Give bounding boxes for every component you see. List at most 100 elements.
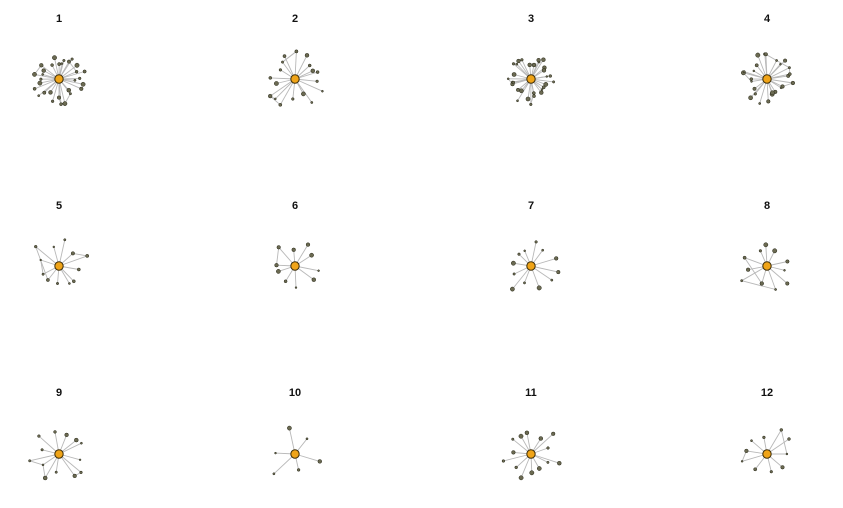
leaf-node: [57, 62, 62, 66]
leaf-node: [516, 58, 521, 64]
panel-title: 1: [56, 13, 62, 25]
leaf-node: [536, 466, 542, 471]
leaf-edge: [29, 460, 44, 466]
leaf-node: [79, 86, 84, 91]
leaf-node: [78, 458, 82, 461]
leaf-node: [276, 269, 281, 274]
leaf-node: [301, 91, 306, 97]
leaf-node: [512, 272, 516, 276]
leaf-node: [291, 247, 296, 252]
leaf-node: [53, 430, 57, 434]
hub-node: [762, 449, 772, 459]
hub-edge: [269, 78, 296, 97]
leaf-node: [64, 432, 69, 438]
leaf-node: [41, 68, 46, 73]
leaf-node: [750, 439, 753, 443]
leaf-node: [527, 62, 532, 68]
leaf-node: [60, 62, 64, 65]
leaf-node: [785, 281, 790, 286]
leaf-node: [52, 55, 57, 61]
panel-title: 8: [764, 200, 770, 212]
leaf-node: [787, 437, 791, 441]
leaf-node: [785, 452, 789, 456]
leaf-node: [321, 89, 324, 93]
leaf-node: [32, 72, 37, 77]
leaf-edge: [276, 247, 280, 266]
panel-title: 10: [289, 387, 301, 399]
leaf-edge: [269, 95, 281, 106]
panel-title: 9: [56, 387, 62, 399]
leaf-node: [785, 259, 790, 264]
panel-title: 2: [292, 13, 298, 25]
leaf-node: [763, 242, 769, 248]
leaf-node: [518, 475, 524, 481]
leaf-node: [748, 95, 753, 101]
leaf-node: [531, 62, 537, 68]
network-panel-1: 1: [32, 13, 87, 106]
leaf-node: [506, 77, 510, 81]
panel-title: 7: [528, 200, 534, 212]
leaf-node: [311, 277, 316, 282]
leaf-node: [511, 437, 515, 441]
panel-title: 4: [764, 13, 771, 25]
leaf-node: [39, 258, 42, 262]
leaf-node: [511, 72, 517, 77]
leaf-node: [274, 263, 279, 268]
leaf-node: [50, 63, 54, 67]
leaf-node: [281, 60, 284, 64]
leaf-node: [758, 102, 762, 105]
hub-edge: [58, 255, 88, 267]
leaf-node: [546, 446, 550, 450]
leaf-node: [763, 52, 768, 57]
leaf-node: [780, 465, 785, 470]
leaf-node: [315, 79, 319, 83]
leaf-node: [752, 86, 757, 91]
leaf-node: [307, 63, 312, 68]
leaf-node: [744, 448, 749, 453]
hub-node: [762, 74, 772, 84]
leaf-node: [317, 459, 322, 464]
leaf-node: [59, 102, 63, 106]
leaf-node: [517, 252, 521, 256]
leaf-node: [62, 59, 66, 62]
leaf-node: [283, 279, 288, 284]
leaf-node: [278, 68, 282, 72]
leaf-node: [543, 82, 549, 87]
hub-node: [54, 449, 64, 459]
leaf-node: [511, 80, 516, 85]
hub-node: [526, 449, 536, 459]
leaf-node: [769, 470, 773, 474]
hub-edge: [512, 265, 532, 290]
leaf-node: [41, 73, 45, 76]
leaf-node: [742, 70, 746, 74]
leaf-node: [539, 90, 544, 95]
hub-node: [526, 74, 536, 84]
leaf-node: [54, 470, 58, 474]
leaf-node: [74, 437, 79, 443]
leaf-node: [72, 473, 77, 479]
leaf-node: [70, 251, 75, 256]
leaf-node: [80, 441, 83, 445]
leaf-node: [538, 436, 544, 441]
leaf-node: [524, 430, 530, 436]
leaf-node: [32, 87, 37, 91]
leaf-node: [740, 279, 744, 283]
leaf-node: [282, 54, 287, 58]
leaf-node: [68, 282, 71, 285]
leaf-node: [787, 66, 791, 70]
network-panel-5: 5: [34, 200, 90, 285]
leaf-node: [68, 92, 72, 96]
leaf-node: [37, 94, 41, 98]
leaf-edge: [741, 280, 776, 290]
leaf-node: [77, 267, 81, 272]
leaf-node: [514, 465, 518, 470]
leaf-node: [268, 93, 273, 99]
leaf-node: [762, 435, 766, 440]
leaf-node: [516, 87, 520, 92]
leaf-node: [80, 81, 86, 87]
leaf-node: [740, 460, 744, 463]
leaf-node: [779, 428, 783, 432]
hub-node: [526, 261, 536, 271]
panel-title: 5: [56, 200, 62, 212]
